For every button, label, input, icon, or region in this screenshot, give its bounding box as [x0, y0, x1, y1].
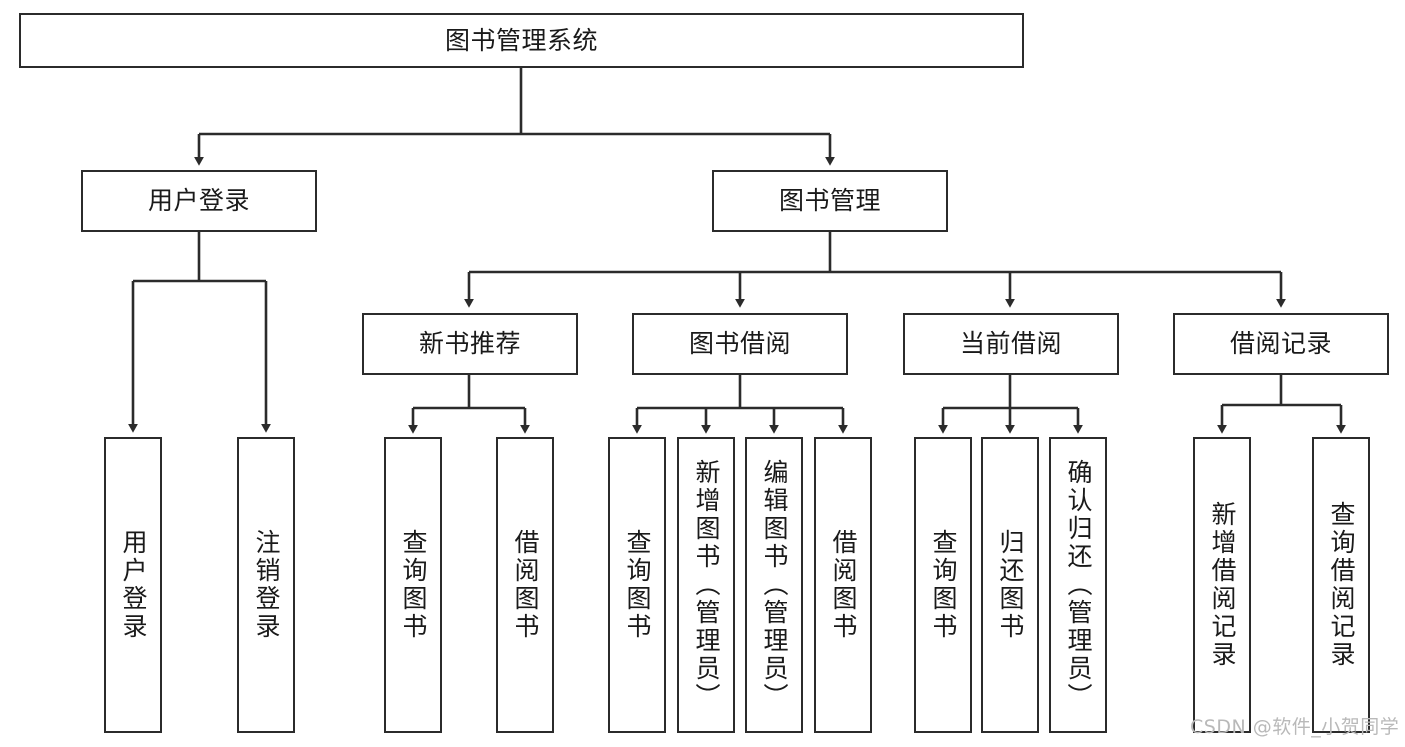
- leaf-edit-book-admin[interactable]: 编辑图书（管理员）: [745, 437, 803, 733]
- leaf-add-book-admin-label: 新增图书（管理员）: [692, 459, 721, 711]
- node-book-borrow-label: 图书借阅: [688, 329, 791, 359]
- leaf-query-book-2[interactable]: 查询图书: [608, 437, 666, 733]
- leaf-add-borrow-record[interactable]: 新增借阅记录: [1193, 437, 1251, 733]
- leaf-query-borrow-record[interactable]: 查询借阅记录: [1312, 437, 1370, 733]
- node-current-borrow-label: 当前借阅: [959, 329, 1062, 359]
- leaf-borrow-book-1[interactable]: 借阅图书: [496, 437, 554, 733]
- node-new-book-recommend-label: 新书推荐: [418, 329, 521, 359]
- node-book-management[interactable]: 图书管理: [712, 170, 948, 232]
- leaf-user-login[interactable]: 用户登录: [104, 437, 162, 733]
- leaf-query-book-3[interactable]: 查询图书: [914, 437, 972, 733]
- node-borrow-record[interactable]: 借阅记录: [1173, 313, 1389, 375]
- node-user-login-label: 用户登录: [147, 186, 250, 216]
- leaf-return-book-label: 归还图书: [996, 529, 1025, 641]
- leaf-logout-label: 注销登录: [252, 529, 281, 641]
- node-book-borrow[interactable]: 图书借阅: [632, 313, 848, 375]
- node-borrow-record-label: 借阅记录: [1229, 329, 1332, 359]
- leaf-user-login-label: 用户登录: [119, 529, 148, 641]
- leaf-borrow-book-1-label: 借阅图书: [511, 529, 540, 641]
- leaf-query-book-1-label: 查询图书: [399, 529, 428, 641]
- leaf-query-book-2-label: 查询图书: [623, 529, 652, 641]
- node-user-login[interactable]: 用户登录: [81, 170, 317, 232]
- node-current-borrow[interactable]: 当前借阅: [903, 313, 1119, 375]
- leaf-query-borrow-record-label: 查询借阅记录: [1327, 501, 1356, 669]
- watermark: CSDN @软件_小贺同学: [1190, 716, 1400, 738]
- leaf-borrow-book-2-label: 借阅图书: [829, 529, 858, 641]
- leaf-return-book[interactable]: 归还图书: [981, 437, 1039, 733]
- leaf-query-book-3-label: 查询图书: [929, 529, 958, 641]
- leaf-borrow-book-2[interactable]: 借阅图书: [814, 437, 872, 733]
- node-book-management-label: 图书管理: [778, 186, 881, 216]
- leaf-edit-book-admin-label: 编辑图书（管理员）: [760, 459, 789, 711]
- leaf-add-book-admin[interactable]: 新增图书（管理员）: [677, 437, 735, 733]
- leaf-logout[interactable]: 注销登录: [237, 437, 295, 733]
- leaf-query-book-1[interactable]: 查询图书: [384, 437, 442, 733]
- leaf-confirm-return-admin[interactable]: 确认归还（管理员）: [1049, 437, 1107, 733]
- node-root-label: 图书管理系统: [444, 25, 598, 55]
- leaf-confirm-return-admin-label: 确认归还（管理员）: [1064, 459, 1093, 711]
- leaf-add-borrow-record-label: 新增借阅记录: [1208, 501, 1237, 669]
- node-new-book-recommend[interactable]: 新书推荐: [362, 313, 578, 375]
- node-root[interactable]: 图书管理系统: [19, 13, 1024, 68]
